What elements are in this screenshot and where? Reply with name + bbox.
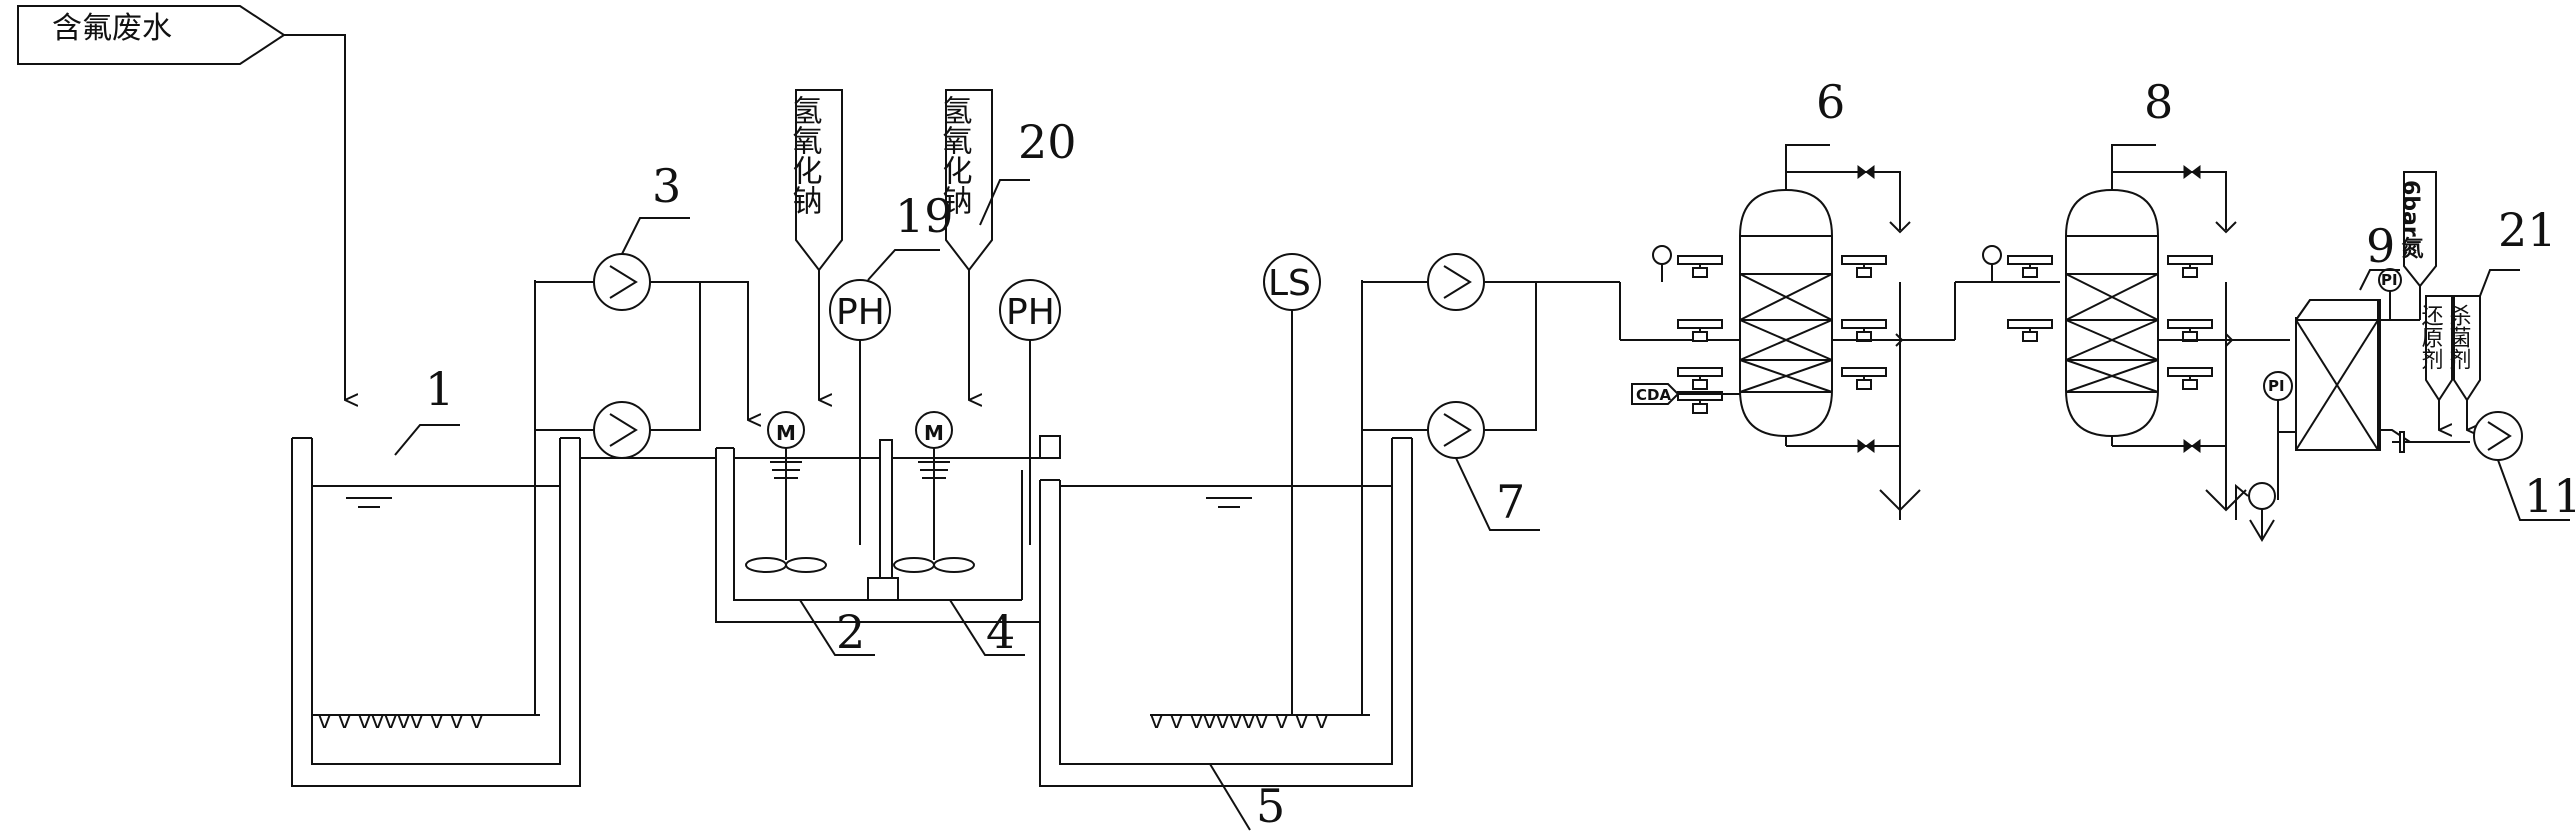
naoh-feed-1: 氢氧化钠 (787, 89, 843, 400)
reagent-b-text: 还原剂 (2418, 304, 2444, 370)
reagent-feeds: 还原剂 杀菌剂 21 (2418, 203, 2557, 430)
ls-text: LS (1268, 263, 1311, 304)
inlet-flag: 含氟废水 (17, 5, 345, 400)
reagent-a-text: 杀菌剂 (2446, 304, 2472, 370)
pump-3-group: 3 (534, 159, 748, 459)
label-3: 3 (652, 159, 681, 213)
label-4: 4 (986, 605, 1015, 659)
pi-gauge-2 (2263, 371, 2293, 401)
pi-2-text: PI (2268, 377, 2285, 395)
label-21: 21 (2498, 203, 2557, 257)
motor-2-label: M (924, 421, 944, 445)
label-8: 8 (2144, 75, 2173, 129)
pump-7-group: 7 (1362, 253, 1620, 531)
label-20: 20 (1018, 115, 1077, 169)
filter-9: PI PI 9 (2235, 219, 2411, 542)
level-switch (1263, 253, 1321, 311)
pump-7a (1427, 253, 1485, 311)
naoh-feed-2: 氢氧化钠 (937, 89, 993, 400)
column-6: CDA 6 (1619, 75, 1955, 520)
tank-5: v v vvvvvv v v v 5 LS (1039, 253, 1413, 833)
ph-meter-1: PH 19 (829, 189, 954, 341)
naoh-2-text: 氢氧化钠 (937, 95, 973, 215)
label-11: 11 (2524, 469, 2575, 523)
ph-meter-2: PH (999, 279, 1061, 341)
pump-3a (593, 253, 651, 311)
column-8: 8 (1954, 75, 2290, 512)
label-2: 2 (836, 605, 865, 659)
inlet-text: 含氟废水 (52, 11, 172, 46)
motor-1-label: M (776, 421, 796, 445)
label-19: 19 (895, 189, 954, 243)
label-1: 1 (425, 362, 454, 416)
reactor-2-4: M M 2 4 (715, 340, 1061, 659)
nitrogen-text: 6bar氮 (2398, 180, 2424, 260)
naoh-1-text: 氢氧化钠 (787, 95, 823, 215)
label-5: 5 (1256, 779, 1285, 833)
tank-1: v v vvvvv v v v 1 (291, 280, 581, 787)
ph-2-text: PH (1006, 292, 1055, 333)
pump-11: 11 (2392, 411, 2575, 523)
label-6: 6 (1816, 75, 1845, 129)
sample-gauge (2248, 482, 2276, 510)
label-9: 9 (2366, 219, 2395, 273)
aerator-1: v v vvvvv v v v (318, 709, 483, 734)
label-7: 7 (1496, 475, 1525, 529)
ph-1-text: PH (836, 292, 885, 333)
pi-1-text: PI (2381, 271, 2398, 289)
aerator-5: v v vvvvvv v v v (1150, 709, 1328, 734)
nitrogen-feed: 6bar氮 (2390, 171, 2437, 321)
cda-text: CDA (1636, 386, 1671, 404)
pump-7b (1427, 401, 1485, 459)
pump-3b (593, 401, 651, 459)
